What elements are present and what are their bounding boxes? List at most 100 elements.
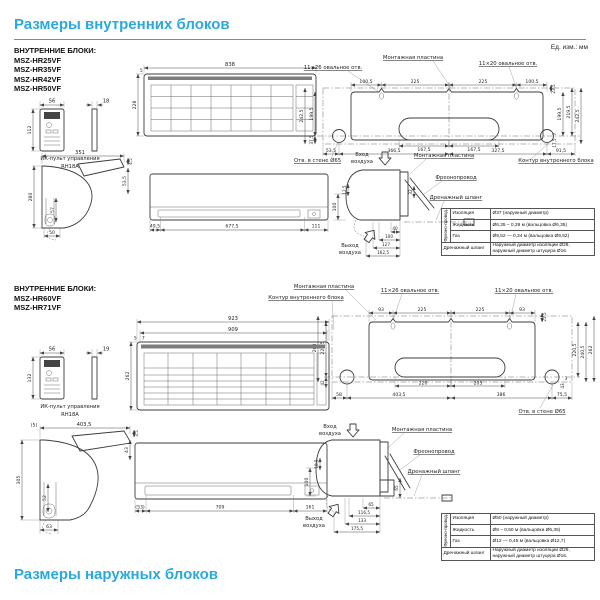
dim-remote-thickness: 18 [103,99,110,105]
dim-front-height: 262 [125,372,131,381]
side-view-drawing-2: (5) 403,5 3,5 43 305 52 63 [16,422,139,535]
dim: 167,5 [467,147,480,153]
dim: 220,5 [572,343,578,356]
pipe-spec-table-2: Фреоно-провод. Изоляция Ø50 (наружный ди… [441,512,595,561]
drain-hose-label: Дренажный шланг [408,468,461,475]
dim: 65 [394,485,399,491]
dim: 57 [50,207,56,213]
unit-contour-label: Контур внутреннего блока [518,158,593,164]
table-row-value: Ø9,52 — 0,34 м (вальцовка Ø9,52) [490,230,595,243]
air-inlet-arrow-icon [346,423,360,438]
oval-hole-right-label: 11×20 овальное отв. [495,288,554,294]
air-outlet-label: Выход [305,516,323,522]
dim: 17,5 [552,138,557,148]
dim: 175,5 [351,526,363,531]
table-row-label: Жидкость [450,219,491,232]
dim: 18,5 [314,459,319,469]
remote-drawing-1: 56 18 112 ИК-пульт управления RH18A [27,99,110,171]
section2-heading: ВНУТРЕННИЕ БЛОКИ: [14,284,97,293]
dim: 53,5 [326,148,336,154]
oval-hole-left-label: 11×26 овальное отв. [381,288,440,294]
mounting-plate-label: Монтажная пластина [414,153,474,159]
dim: 242,5 [575,109,581,122]
table-group-label: Фреоно-провод. [442,514,448,547]
dim: 220 [419,381,428,387]
table-row-value: Наружный диаметр изоляции Ø29, наружный … [490,546,595,561]
bottom-view-drawing-1: 49,5 677,5 111 [149,173,329,232]
dim: 3 [565,376,568,381]
model-name: MSZ-HR25VF [14,55,62,65]
dim: 677,5 [225,224,238,230]
dim-side-depth: 351 [75,150,85,156]
section1-heading: ВНУТРЕННИЕ БЛОКИ: [14,46,97,55]
dim-side-height: 280 [28,193,34,202]
remote-model: RH18A [61,412,79,418]
dim: 7 [552,132,557,135]
dim: 100,5 [525,79,538,85]
air-inlet-label: Вход [355,152,369,158]
table-row-value: Ø50 (наружный диаметр) [490,512,595,526]
dim: 5 [134,336,137,341]
dim: 63 [46,524,52,530]
model-name: MSZ-HR71VF [14,303,62,312]
dim-front-lip: 5 [140,68,143,73]
oval-hole-left-label: 11×26 овальное отв. [304,65,363,71]
wall-hole-label: Отв. в стене Ø65 [294,157,341,164]
page-title: Размеры внутренних блоков [14,16,230,33]
oval-hole-right-label: 11×20 овальное отв. [479,61,538,67]
dim: 100,5 [359,79,372,85]
dim: 199,5 [557,107,563,120]
dim: 403,5 [392,392,405,398]
unit-contour-label: Контур внутреннего блока [268,295,343,301]
dim: 49,5 [150,224,160,230]
dim: 262 [588,346,594,355]
dim: 100 [332,203,338,212]
dim: 242,5 [299,109,305,122]
mounting-plate-label: Монтажная пластина [392,427,452,433]
remote-caption: ИК-пульт управления [40,404,99,410]
piping-view-drawing-1: Вход воздуха Монтажная пластина Фреонопр… [332,151,483,258]
dim-remote-height: 132 [27,374,33,383]
dim: (5) [31,423,38,429]
dim: 116,5 [358,510,370,515]
model-name: MSZ-HR50VF [14,84,62,93]
dim: 4,5 [128,158,133,165]
table-row-value: Ø12 — 0,45 м (вальцовка Ø12,7) [490,535,595,548]
footer-title: Размеры наружных блоков [14,566,218,583]
dim: 52 [42,495,48,501]
dim-remote-width: 56 [49,99,56,105]
dim: 37,5 [309,135,314,145]
title-underline [14,39,586,40]
table-row-label: Дренажный шланг [441,241,491,256]
table-row-label: Газ [450,535,491,548]
dim: 93 [378,307,384,313]
dim: 12,5 [342,185,347,195]
air-inlet-label: воздуха [319,431,341,437]
dim: 225 [411,79,420,85]
air-outlet-arrow-icon [327,503,340,518]
table-group-label: Фреоно-провод. [442,209,448,242]
front-view-drawing-1: 838 228 5 [132,62,317,137]
dim: 65 [368,502,374,507]
remote-model: RH18A [61,164,79,170]
dim: 91,5 [556,148,566,154]
dim: 240,5 [580,345,586,358]
pipe-spec-table-1: Фреоно-провод. Изоляция Ø37 (наружный ди… [441,207,595,256]
dim: 23,5 [551,84,556,94]
dim: 127 [382,242,390,247]
dim: 161 [306,505,315,511]
dim-remote-width: 56 [49,347,56,353]
dim: 75,5 [557,392,567,398]
dim: 111 [312,224,321,230]
freon-pipe-label: Фреонопровод [435,175,477,181]
dim: 32 [408,189,413,195]
remote-caption: ИК-пульт управления [40,156,99,162]
dim: 100 [304,478,310,487]
freon-pipe-label: Фреонопровод [413,449,455,455]
dim: 225 [476,307,485,313]
dim: 709 [216,505,225,511]
dim: (53) [135,505,145,511]
dim: 3,5 [134,430,139,437]
wall-hole-label: Отв. в стене Ø65 [518,408,565,415]
dim-remote-height: 112 [27,126,33,135]
